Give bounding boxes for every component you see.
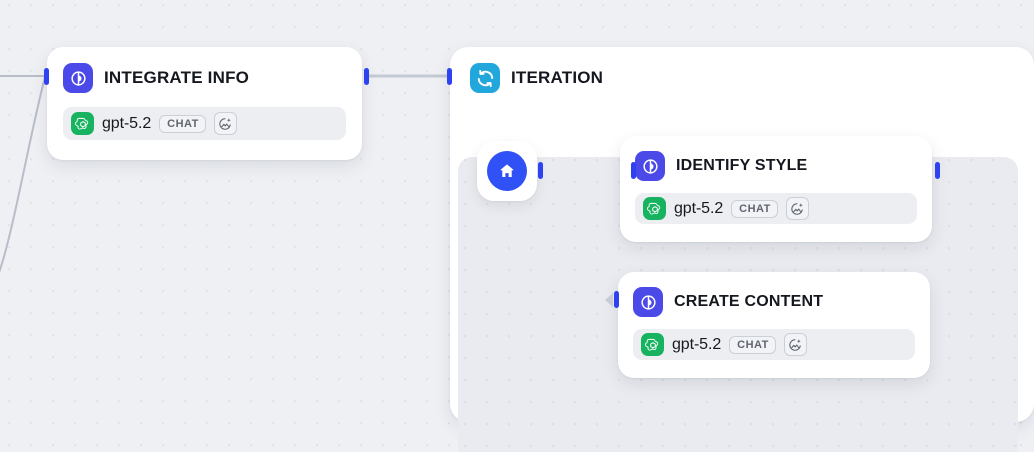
handle-integrate-info-input[interactable] xyxy=(44,68,49,85)
node-create-content[interactable]: CREATE CONTENT gpt-5.2 CHAT xyxy=(618,272,930,378)
openai-logo-icon xyxy=(643,197,666,220)
node-start[interactable] xyxy=(477,141,537,201)
handle-integrate-info-output[interactable] xyxy=(364,68,369,85)
node-integrate-info[interactable]: INTEGRATE INFO gpt-5.2 CHAT xyxy=(47,47,362,160)
node-identify-style-header: IDENTIFY STYLE xyxy=(635,151,917,181)
image-sparkle-icon[interactable] xyxy=(213,112,237,135)
node-integrate-info-title: INTEGRATE INFO xyxy=(104,68,250,87)
handle-bar xyxy=(614,291,619,308)
node-integrate-info-header: INTEGRATE INFO xyxy=(63,63,346,93)
model-name: gpt-5.2 xyxy=(674,199,724,217)
edge-incoming-curved xyxy=(0,76,46,273)
node-create-content-header: CREATE CONTENT xyxy=(633,287,915,317)
model-type-badge: CHAT xyxy=(729,335,776,354)
llm-node-icon xyxy=(635,151,665,181)
handle-identify-style-input[interactable] xyxy=(631,162,636,179)
node-iteration-title: ITERATION xyxy=(511,68,604,87)
model-row[interactable]: gpt-5.2 CHAT xyxy=(635,193,917,224)
node-iteration-header: ITERATION xyxy=(468,63,1034,93)
node-identify-style[interactable]: IDENTIFY STYLE gpt-5.2 CHAT xyxy=(620,136,932,242)
openai-logo-icon xyxy=(641,333,664,356)
model-type-badge: CHAT xyxy=(159,114,206,133)
model-row[interactable]: gpt-5.2 CHAT xyxy=(633,329,915,360)
openai-logo-icon xyxy=(71,112,94,135)
llm-node-icon xyxy=(633,287,663,317)
llm-node-icon xyxy=(63,63,93,93)
image-sparkle-icon[interactable] xyxy=(785,197,809,220)
node-identify-style-title: IDENTIFY STYLE xyxy=(676,157,808,174)
image-sparkle-icon[interactable] xyxy=(783,333,807,356)
node-create-content-title: CREATE CONTENT xyxy=(674,293,824,310)
arrow-head-icon xyxy=(605,292,613,307)
home-icon xyxy=(487,151,527,191)
handle-identify-output[interactable] xyxy=(935,162,940,179)
handle-create-content-input[interactable] xyxy=(605,291,619,308)
model-name: gpt-5.2 xyxy=(672,335,722,353)
model-type-badge: CHAT xyxy=(731,199,778,218)
model-row[interactable]: gpt-5.2 CHAT xyxy=(63,107,346,140)
handle-iteration-input[interactable] xyxy=(447,68,452,85)
iteration-loop-icon xyxy=(470,63,500,93)
handle-start-output[interactable] xyxy=(538,162,543,179)
model-name: gpt-5.2 xyxy=(102,114,152,132)
